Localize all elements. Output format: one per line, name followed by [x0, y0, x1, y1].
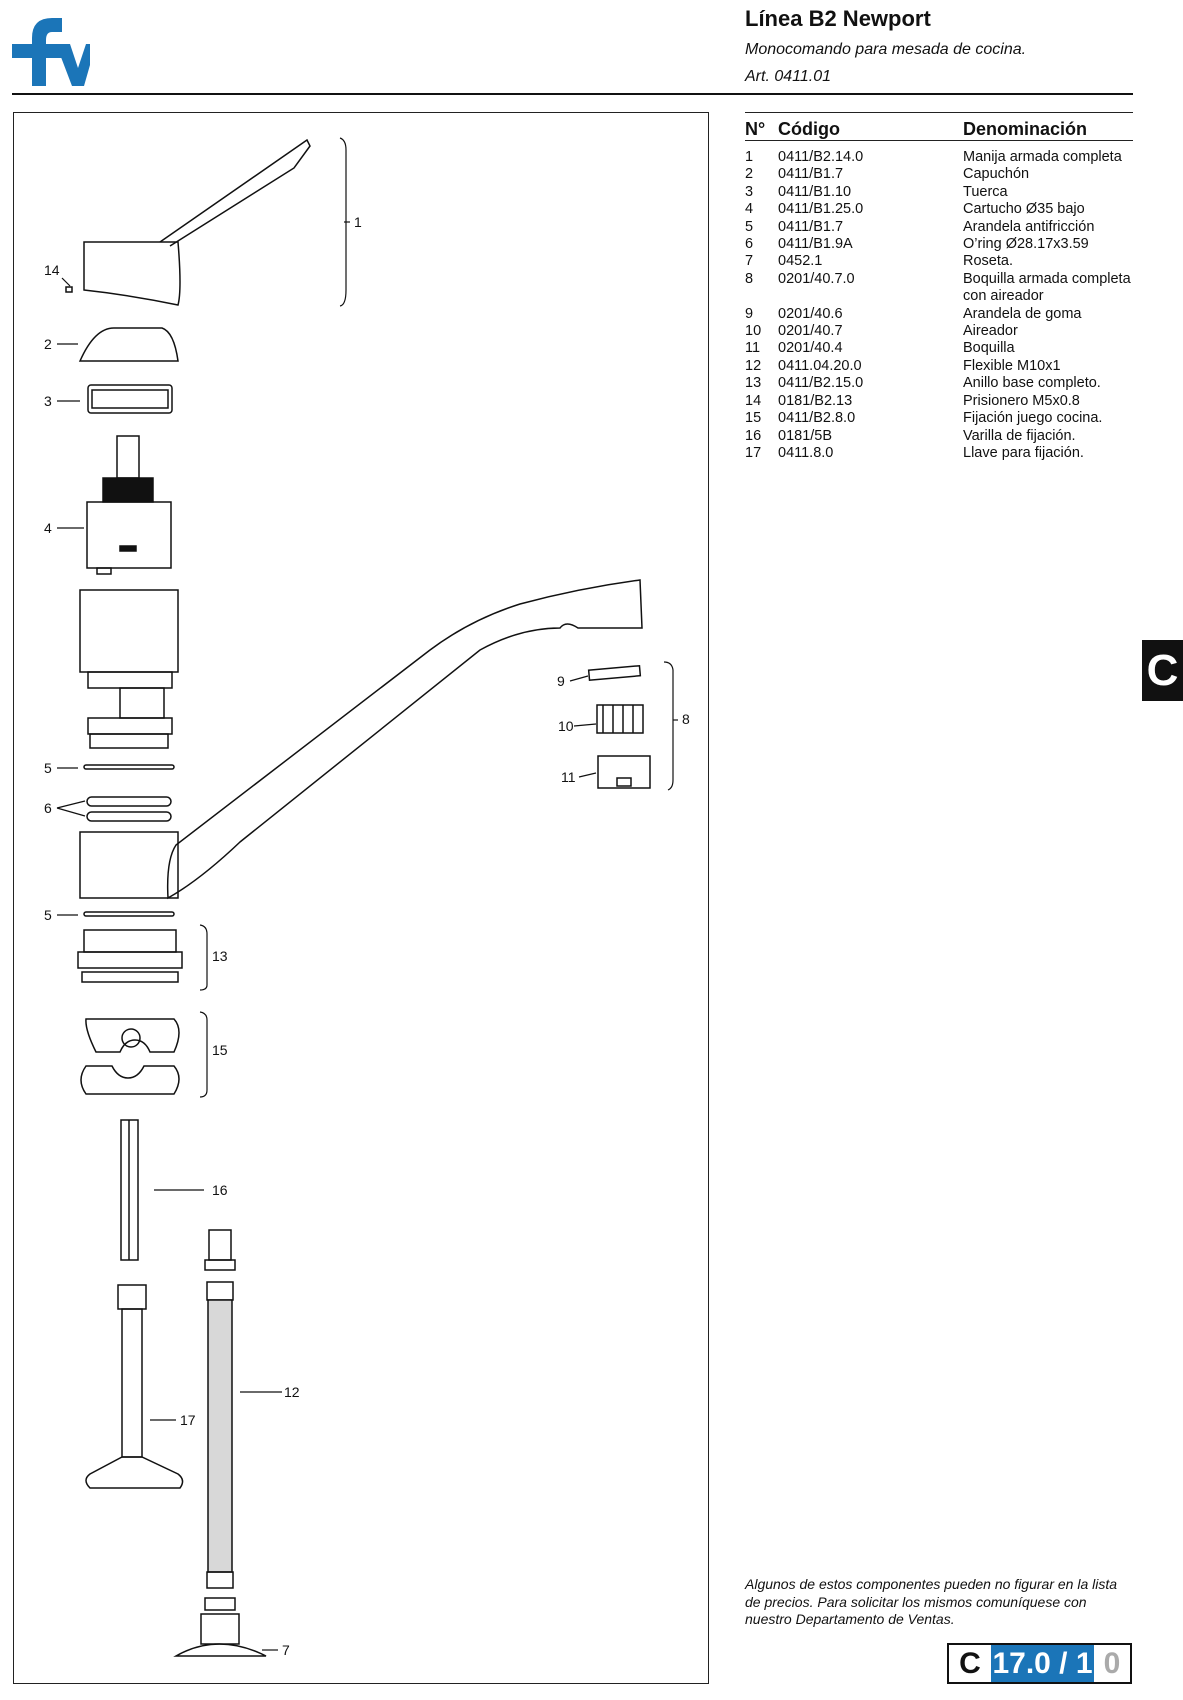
callout-15: 15	[212, 1042, 228, 1058]
product-subtitle: Monocomando para mesada de cocina.	[745, 41, 1027, 58]
orings-part	[86, 796, 172, 822]
nut-part	[87, 384, 173, 414]
header-rule	[12, 93, 1133, 95]
table-header: N° Código Denominación	[745, 113, 1133, 140]
callout-4: 4	[44, 520, 52, 536]
spout-part	[79, 579, 643, 900]
washer-part-2	[83, 911, 175, 917]
fixing-kit-part	[80, 1018, 180, 1095]
table-top-rule	[745, 112, 1133, 113]
page-number-box: C 17.0 / 1 0	[947, 1643, 1132, 1684]
exploded-view-frame	[13, 112, 709, 1684]
callout-5b: 5	[44, 907, 52, 923]
callout-11: 11	[561, 769, 576, 785]
header-name: Denominación	[963, 119, 1088, 139]
table-header-rule	[745, 140, 1133, 141]
callout-17: 17	[180, 1412, 196, 1428]
body-part	[79, 589, 179, 749]
page-revision: 0	[1094, 1645, 1130, 1682]
callout-10: 10	[558, 718, 574, 734]
header-number: N°	[745, 119, 766, 139]
product-title: Línea B2 Newport	[745, 6, 931, 31]
callout-16: 16	[212, 1182, 228, 1198]
article-number: Art. 0411.01	[745, 68, 831, 85]
key-part	[85, 1284, 184, 1489]
rosette-part	[173, 1643, 267, 1657]
callout-14: 14	[44, 262, 60, 278]
callout-labels: 1 14 2 3 4 5 6 5 13 15 16 17 12 7 9 10 1…	[44, 214, 690, 1658]
table-row-continuation: con aireador	[963, 288, 1044, 305]
cap-part	[78, 327, 179, 362]
section-tab: C	[1142, 640, 1183, 701]
rod-part	[120, 1119, 139, 1261]
callout-13: 13	[212, 948, 228, 964]
page-section: C	[949, 1645, 991, 1682]
callout-12: 12	[284, 1384, 300, 1400]
callout-5: 5	[44, 760, 52, 776]
handle-part	[65, 138, 311, 306]
page-number: 17.0 / 1	[991, 1645, 1094, 1682]
callout-2: 2	[44, 336, 52, 352]
flexible-hose-part	[200, 1229, 240, 1645]
base-ring-part	[77, 929, 183, 983]
callout-9: 9	[557, 673, 565, 689]
header-code: Código	[778, 119, 840, 139]
cartridge-part	[86, 435, 172, 575]
callout-1: 1	[354, 214, 362, 230]
aerator-group	[587, 664, 651, 789]
washer-part	[83, 764, 175, 770]
callout-3: 3	[44, 393, 52, 409]
leader-lines	[56, 137, 678, 1651]
callout-6: 6	[44, 800, 52, 816]
fv-logo	[12, 18, 90, 86]
footnote: Algunos de estos componentes pueden no f…	[745, 1576, 1118, 1627]
callout-8: 8	[682, 711, 690, 727]
callout-7: 7	[282, 1642, 290, 1658]
